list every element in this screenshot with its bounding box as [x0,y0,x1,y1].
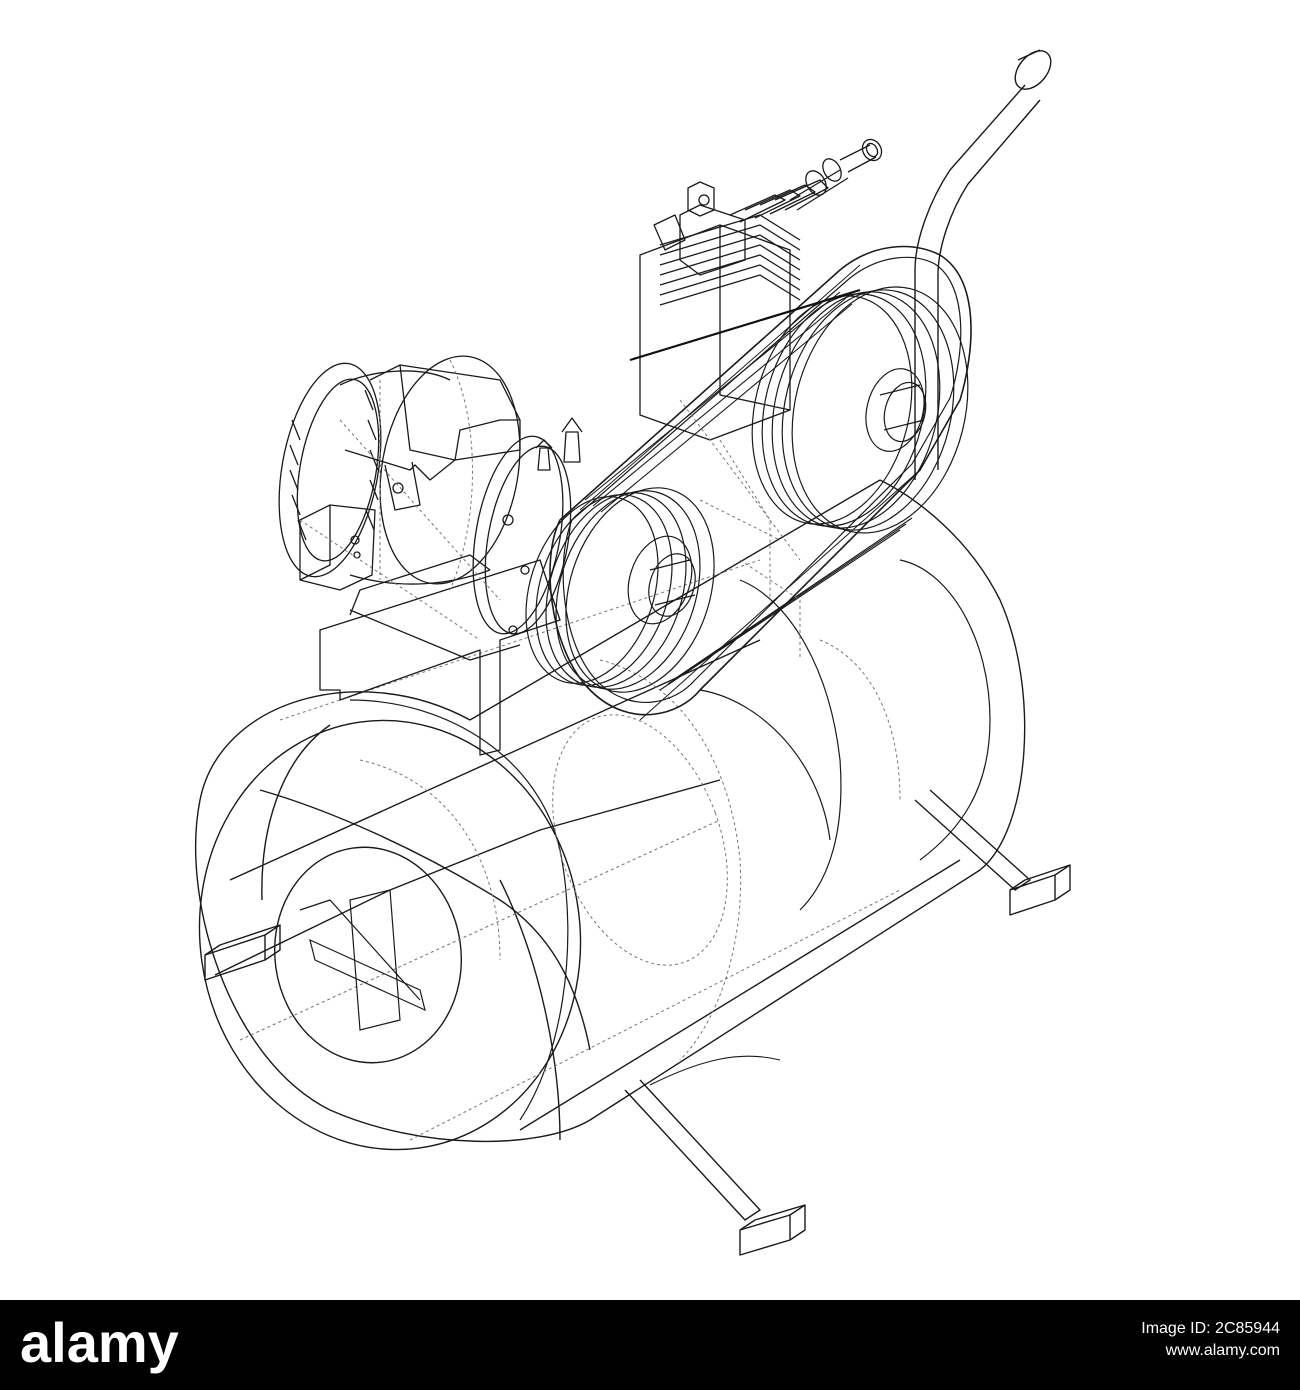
carry-handle [914,49,1052,480]
alamy-logo: alamy [20,1314,179,1374]
drive-belt [584,288,913,691]
compressor-pump [639,138,883,441]
drain-valve [299,889,426,1031]
watermark-text: Image ID: 2C85944 www.alamy.com [900,1318,1280,1362]
belt-guard [549,245,972,721]
pump-flywheel [751,286,969,534]
wireframe-illustration [194,49,1071,1256]
image-id-line: Image ID: 2C85944 [1141,1320,1280,1337]
electric-motor [278,355,583,635]
tank [194,479,1026,1151]
motor-hidden-lines [299,359,501,641]
pump-hidden-lines [679,399,801,660]
logo-wordmark: alamy [20,1314,179,1374]
tank-hidden-lines [239,559,901,1061]
site-line: www.alamy.com [1165,1342,1280,1359]
watermark-bar: alamy Image ID: 2C85944 www.alamy.com [0,1300,1300,1390]
motor-pulley [525,487,715,693]
compressor-drawing [194,49,1071,1256]
tank-feet [204,789,1071,1256]
motor-mount [319,554,561,756]
